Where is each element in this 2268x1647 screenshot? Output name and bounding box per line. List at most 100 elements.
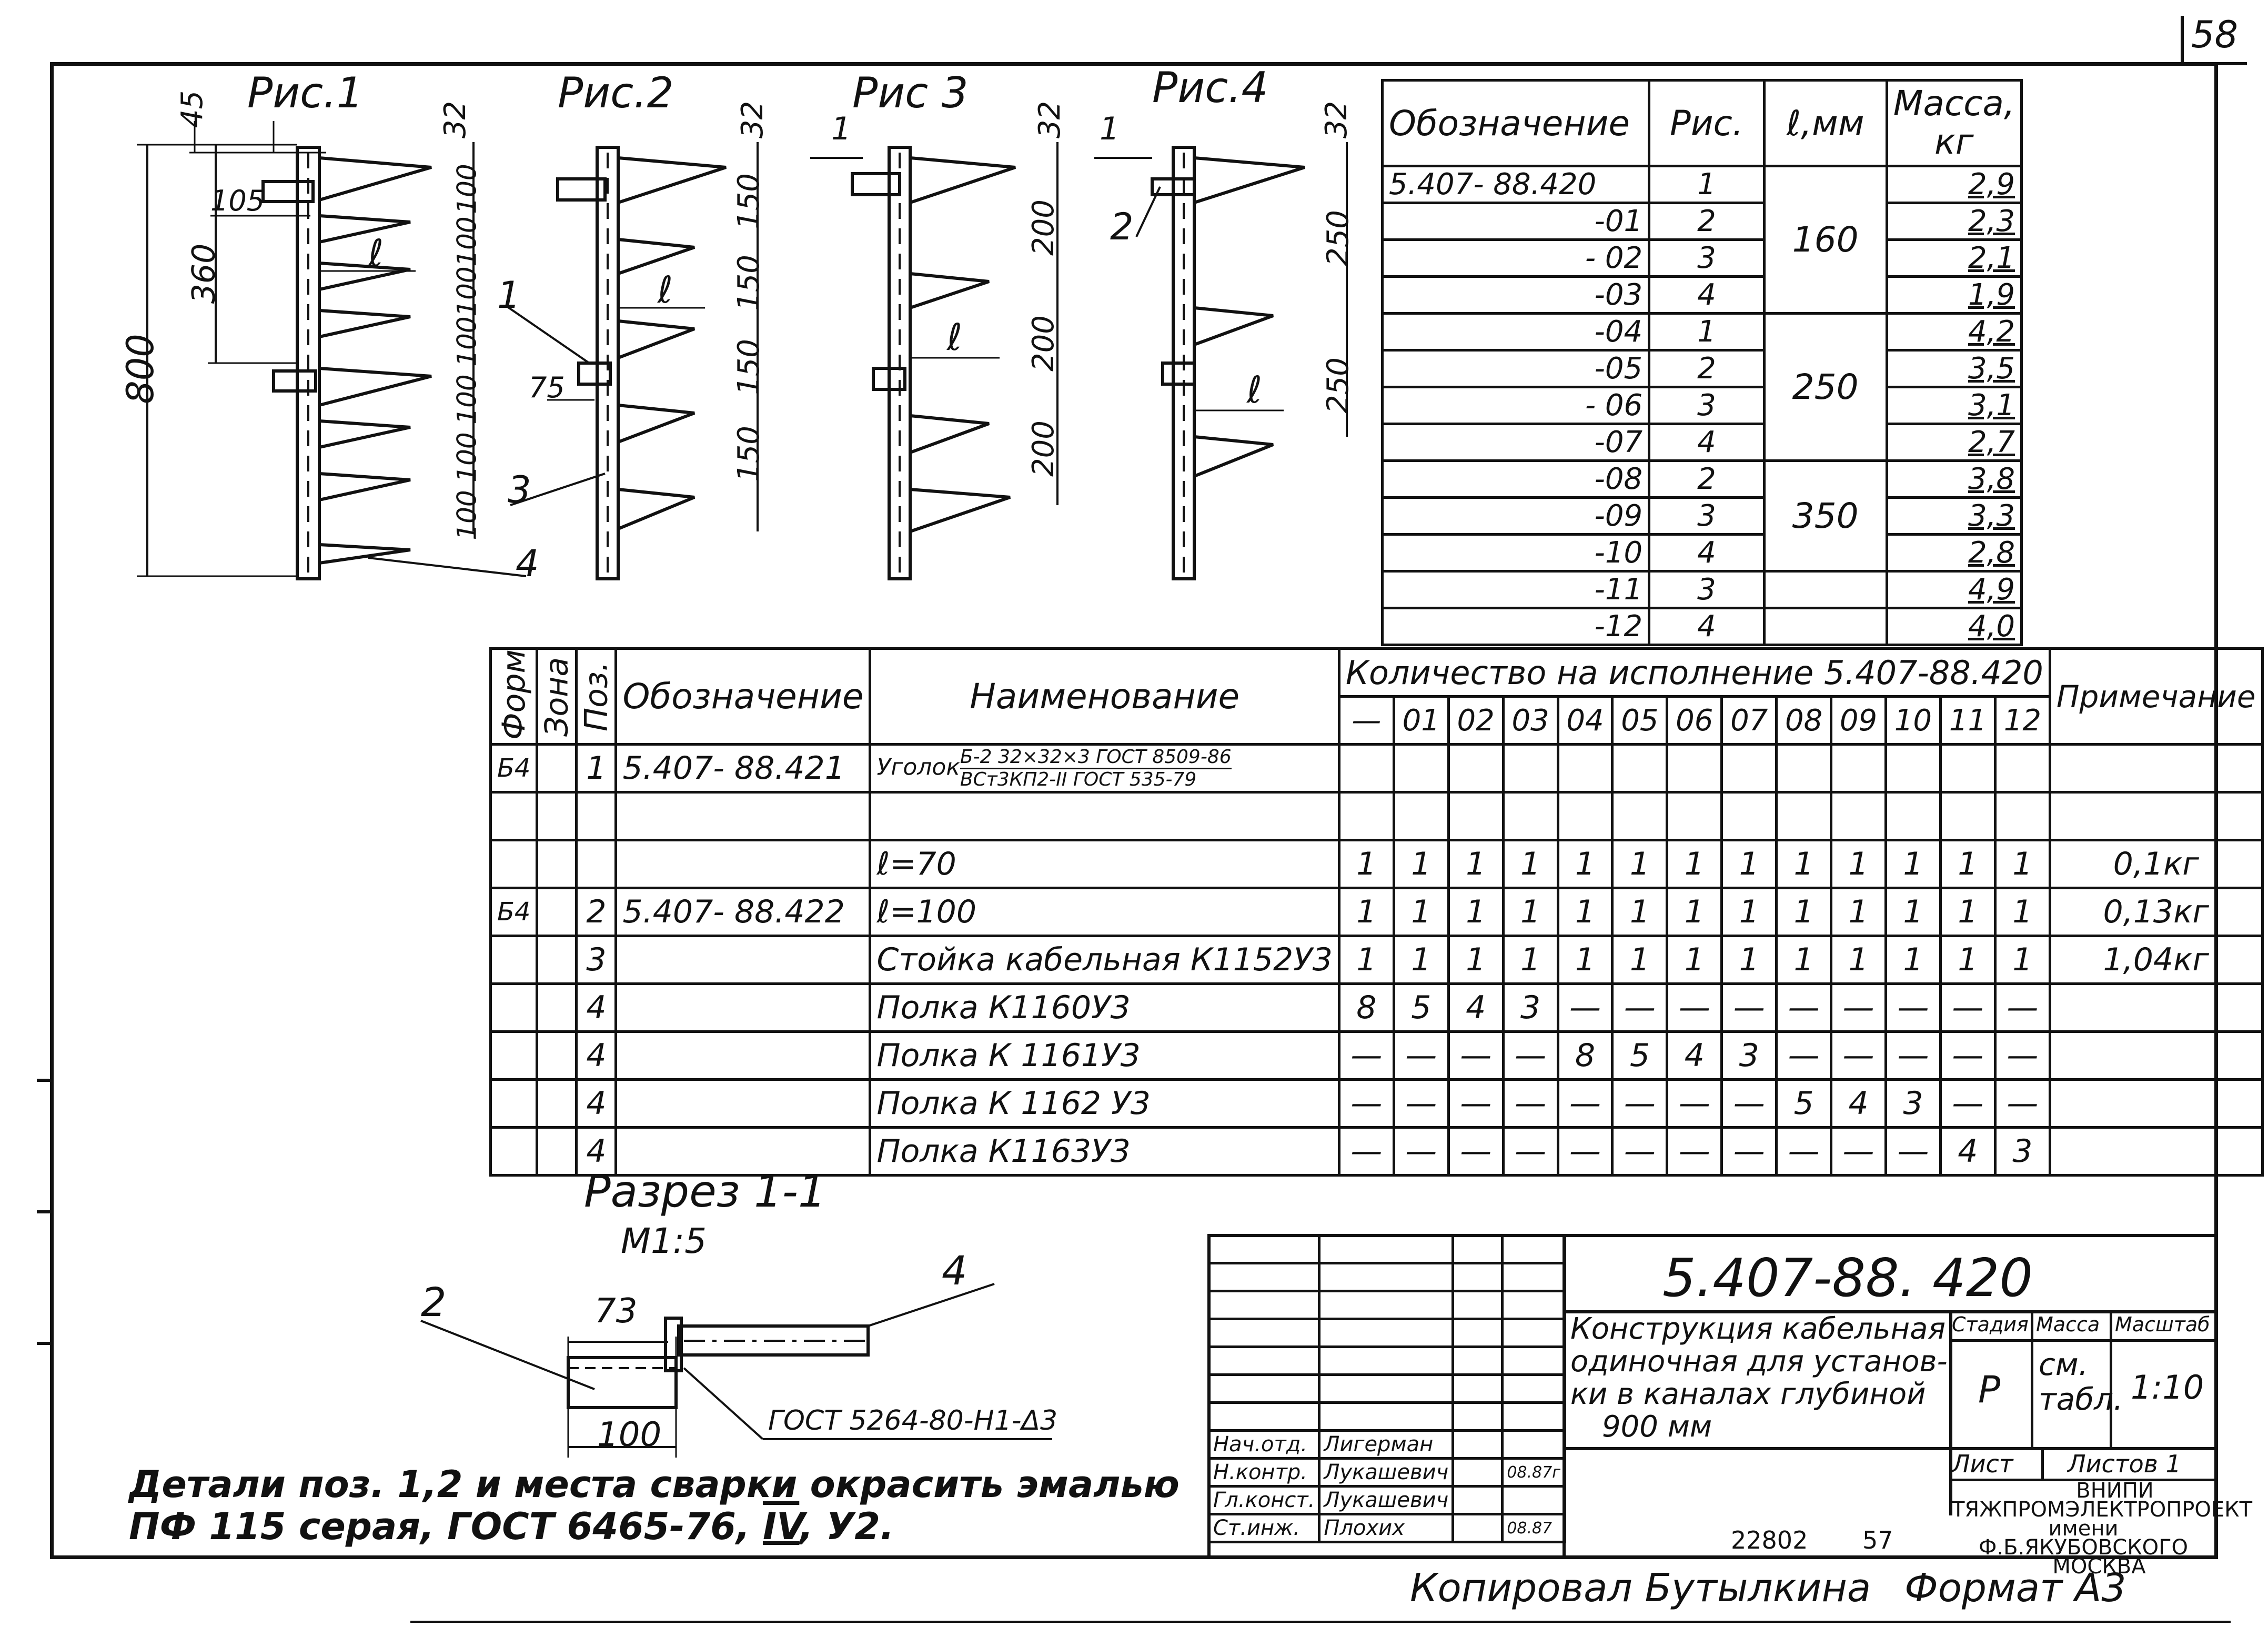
spec-cell-qty: — bbox=[1993, 1030, 2051, 1081]
mass-header-designation: Обозначение bbox=[1380, 79, 1651, 167]
spec-cell-qty bbox=[1993, 743, 2051, 794]
mass-cell-mass: 3,3 bbox=[1885, 496, 2023, 536]
spec-cell-qty bbox=[1939, 743, 1997, 794]
mass-cell-fig: 1 bbox=[1648, 165, 1766, 204]
spec-fraction-bottom: ВСт3КП2-II ГОСТ 535-79 bbox=[960, 768, 1197, 790]
stamp-signature bbox=[1451, 1429, 1504, 1460]
stamp-signature bbox=[1451, 1373, 1504, 1404]
stamp-role: Н.контр. bbox=[1207, 1457, 1321, 1488]
note-line-2-c: , У2. bbox=[799, 1505, 894, 1548]
spec-cell-empty bbox=[1720, 791, 1778, 841]
mass-cell-length: 250 bbox=[1762, 312, 1888, 462]
spec-cell-pos: 2 bbox=[575, 887, 618, 937]
fig4-dim-250b: 250 bbox=[1321, 357, 1355, 414]
fig2-dim-150b: 150 bbox=[731, 255, 766, 311]
spec-cell-qty: — bbox=[1884, 982, 1942, 1033]
spec-cell-pos bbox=[575, 839, 618, 889]
spec-cell-zone bbox=[536, 982, 578, 1033]
spec-cell-empty bbox=[536, 791, 578, 841]
stamp-cell bbox=[1501, 1345, 1566, 1376]
fig2-callout-1: 1 bbox=[497, 274, 521, 317]
spec-variant-header: 10 bbox=[1884, 695, 1942, 746]
stamp-name: Лигерман bbox=[1318, 1429, 1455, 1460]
spec-cell-qty: 1 bbox=[1830, 887, 1887, 937]
spec-cell-empty bbox=[1556, 791, 1614, 841]
spec-cell-designation bbox=[614, 839, 872, 889]
stamp-cell bbox=[1501, 1373, 1566, 1404]
spec-cell-qty: 1 bbox=[1775, 839, 1833, 889]
sheet-vline bbox=[2041, 1447, 2044, 1479]
mass-cell-fig: 1 bbox=[1648, 312, 1766, 352]
spec-cell-qty: 1 bbox=[1720, 887, 1778, 937]
spec-cell-name: Полка К 1162 У3 bbox=[869, 1078, 1340, 1129]
stamp-date: 08.87 bbox=[1501, 1513, 1566, 1543]
spec-cell-qty bbox=[1720, 743, 1778, 794]
stage-vline-1 bbox=[2031, 1310, 2033, 1447]
fig1-dim-105: 105 bbox=[210, 184, 265, 217]
spec-cell-qty: 4 bbox=[1447, 982, 1505, 1033]
spec-cell-designation: 5.407- 88.421 bbox=[614, 743, 872, 794]
mass-cell-code: -03 bbox=[1380, 275, 1651, 315]
org-line: МОСКВА bbox=[2052, 1554, 2146, 1579]
spec-cell-qty bbox=[1447, 743, 1505, 794]
stamp-cell bbox=[1207, 1373, 1321, 1404]
stamp-title-line: Конструкция кабельная bbox=[1570, 1312, 1946, 1346]
spec-cell-empty bbox=[1666, 791, 1723, 841]
mass-cell-code: - 02 bbox=[1380, 238, 1651, 278]
stamp-role: Нач.отд. bbox=[1207, 1429, 1321, 1460]
spec-cell-format bbox=[489, 1078, 539, 1129]
stamp-cell bbox=[1318, 1234, 1455, 1264]
spec-cell-qty: — bbox=[1501, 1126, 1559, 1177]
stamp-title-line: ки в каналах глубиной bbox=[1570, 1377, 1926, 1411]
spec-cell-qty: 5 bbox=[1775, 1078, 1833, 1129]
spec-cell-format: Б4 bbox=[489, 743, 539, 794]
section-dim-100: 100 bbox=[597, 1415, 662, 1454]
spec-cell-qty bbox=[1337, 743, 1395, 794]
fig2-dim-150a: 150 bbox=[731, 173, 766, 229]
fig3-section-mark: 1 bbox=[831, 111, 852, 147]
mass-cell-code: -07 bbox=[1380, 423, 1651, 462]
spec-cell-qty: — bbox=[1720, 1126, 1778, 1177]
spec-cell-empty bbox=[1939, 791, 1997, 841]
spec-cell-note: 1,04кг bbox=[2048, 935, 2264, 985]
spec-fraction-top: Б-2 32×32×3 ГОСТ 8509-86 bbox=[960, 747, 1232, 769]
footer-number-1: 22802 bbox=[1731, 1526, 1808, 1554]
stamp-row bbox=[1207, 1290, 1566, 1320]
stamp-cell bbox=[1207, 1318, 1321, 1348]
spec-cell-pos: 4 bbox=[575, 1030, 618, 1081]
stamp-cell bbox=[1318, 1262, 1455, 1292]
spec-cell-qty: — bbox=[1556, 1126, 1614, 1177]
spec-cell-qty: 1 bbox=[1830, 839, 1887, 889]
mass-cell-fig: 4 bbox=[1648, 607, 1766, 646]
stamp-signature bbox=[1451, 1457, 1504, 1488]
spec-cell-qty: 3 bbox=[1501, 982, 1559, 1033]
stamp-title: Конструкция кабельная одиночная для уста… bbox=[1570, 1313, 1949, 1443]
spec-cell-pos: 1 bbox=[575, 743, 618, 794]
mass-cell-fig: 3 bbox=[1648, 496, 1766, 536]
spec-cell-qty: 1 bbox=[1830, 935, 1887, 985]
spec-cell-zone bbox=[536, 1078, 578, 1129]
spec-cell-qty: — bbox=[1501, 1030, 1559, 1081]
sheet-corner-box bbox=[2181, 16, 2247, 65]
fig2-label: Рис.2 bbox=[558, 68, 674, 117]
spec-cell-qty: — bbox=[1556, 982, 1614, 1033]
spec-cell-qty: 1 bbox=[1447, 935, 1505, 985]
stage-value: Р bbox=[1978, 1368, 2001, 1411]
fig1-dim-360: 360 bbox=[185, 243, 223, 304]
margin-tick bbox=[37, 1079, 53, 1082]
mass-cell-fig: 2 bbox=[1648, 349, 1766, 388]
fig1-dim-32: 32 bbox=[438, 101, 473, 139]
spec-cell-qty: — bbox=[1666, 1126, 1723, 1177]
spec-cell-qty bbox=[1666, 743, 1723, 794]
stage-vline-2 bbox=[2110, 1310, 2112, 1447]
spec-cell-empty bbox=[1830, 791, 1887, 841]
